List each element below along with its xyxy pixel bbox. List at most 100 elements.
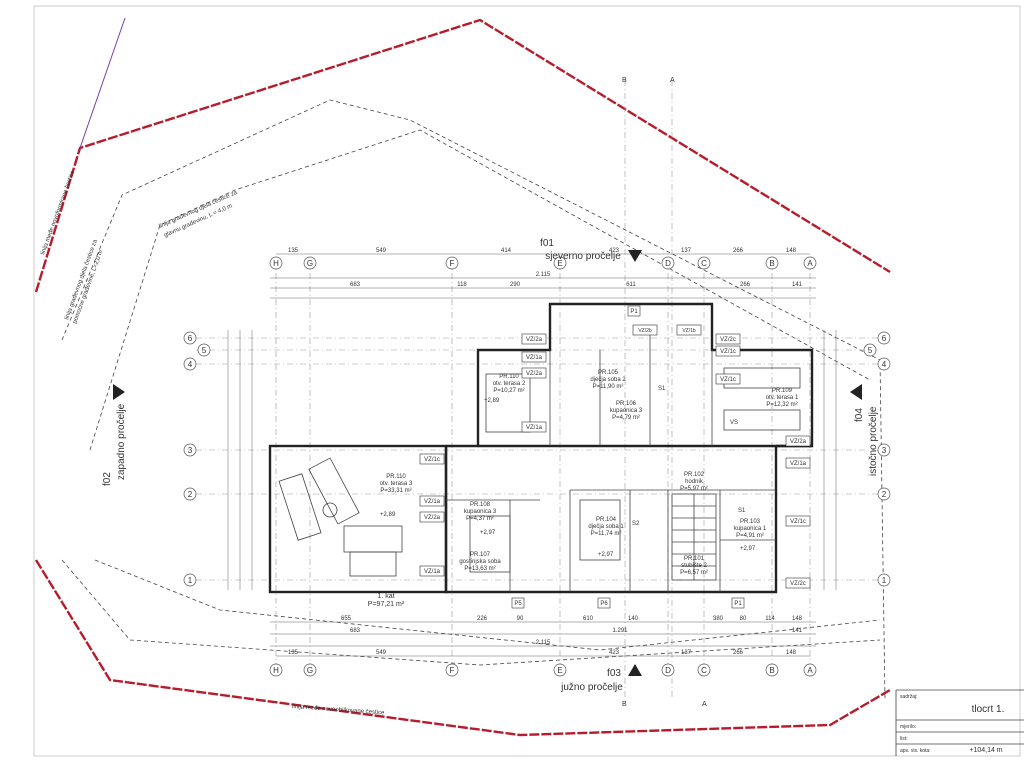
drawing-title: tlocrt 1. xyxy=(972,704,1005,715)
svg-text:4: 4 xyxy=(882,360,887,369)
section-a-top: A xyxy=(670,77,675,84)
svg-text:290: 290 xyxy=(510,282,521,288)
svg-text:S1: S1 xyxy=(658,386,666,392)
svg-text:VZ/1a: VZ/1a xyxy=(790,461,807,467)
svg-text:135: 135 xyxy=(288,650,299,656)
svg-text:P1: P1 xyxy=(630,309,638,315)
boundary-label-c: linija međe novoformirane čestice xyxy=(40,169,76,255)
svg-text:dječja soba 2: dječja soba 2 xyxy=(590,377,626,383)
svg-text:sadržaj:: sadržaj: xyxy=(900,694,918,700)
dimensions-top: 135 549 414 423 137 266 148 2.115 683 11… xyxy=(270,248,816,299)
svg-text:6: 6 xyxy=(188,334,193,343)
svg-text:VZ/2a: VZ/2a xyxy=(526,371,543,377)
svg-text:kupaonica 1: kupaonica 1 xyxy=(734,526,767,532)
axis-label: D xyxy=(665,666,671,675)
svg-text:90: 90 xyxy=(517,616,524,622)
svg-text:6: 6 xyxy=(882,334,887,343)
svg-text:3: 3 xyxy=(188,446,193,455)
table-icon xyxy=(322,502,338,518)
axis-label: E xyxy=(557,259,562,268)
section-a-bottom: A xyxy=(702,701,707,708)
section-b-bottom: B xyxy=(622,701,627,708)
grid-bubbles-sides: 1 2 3 4 5 6 1 2 3 4 5 6 xyxy=(183,331,891,587)
setback-line-aux xyxy=(89,129,871,451)
svg-text:S2: S2 xyxy=(632,521,640,527)
sunbed-icon xyxy=(278,473,322,541)
svg-text:266: 266 xyxy=(733,248,744,254)
setback-line-south xyxy=(61,559,881,666)
svg-text:VZ/2c: VZ/2c xyxy=(720,337,736,343)
svg-text:114: 114 xyxy=(765,616,775,622)
svg-text:PR.106: PR.106 xyxy=(616,401,637,407)
elevation-west: f02 zapadno pročelje xyxy=(102,384,127,486)
svg-text:+2,97: +2,97 xyxy=(598,552,614,558)
svg-text:266: 266 xyxy=(740,282,751,288)
svg-text:P6: P6 xyxy=(600,601,608,607)
svg-text:141: 141 xyxy=(792,628,803,634)
bed-icon xyxy=(469,515,511,573)
svg-text:118: 118 xyxy=(457,282,467,288)
svg-text:VZ/1c: VZ/1c xyxy=(790,519,806,525)
svg-text:611: 611 xyxy=(626,282,636,288)
svg-text:VZ/1a: VZ/1a xyxy=(526,425,543,431)
svg-text:PR.109: PR.109 xyxy=(772,388,793,394)
svg-text:istočno pročelje: istočno pročelje xyxy=(868,406,879,476)
svg-text:VZ/1a: VZ/1a xyxy=(424,569,441,575)
svg-text:2: 2 xyxy=(882,490,887,499)
axis-label: A xyxy=(807,666,813,675)
svg-text:f03: f03 xyxy=(607,668,621,679)
svg-text:1: 1 xyxy=(882,576,887,585)
svg-text:137: 137 xyxy=(681,248,692,254)
bed-icon xyxy=(579,499,621,561)
svg-text:P1: P1 xyxy=(734,601,742,607)
svg-text:PR.108: PR.108 xyxy=(470,502,491,508)
boundary-line-purple xyxy=(79,17,126,149)
north-arrow-icon xyxy=(628,250,642,262)
east-arrow-icon xyxy=(850,384,862,400)
svg-text:137: 137 xyxy=(681,650,692,656)
svg-text:PR.104: PR.104 xyxy=(596,517,617,523)
svg-text:VZ/1b: VZ/1b xyxy=(682,328,696,334)
svg-text:+2,89: +2,89 xyxy=(484,398,500,404)
svg-text:mjerilo:: mjerilo: xyxy=(900,724,916,730)
elevation-south: f03 južno pročelje xyxy=(560,664,642,693)
title-block: sadržaj: tlocrt 1. mjerilo: list: aps. v… xyxy=(895,689,1024,756)
svg-text:PR.110: PR.110 xyxy=(386,474,406,480)
svg-text:549: 549 xyxy=(376,650,387,656)
svg-text:140: 140 xyxy=(628,616,639,622)
bed-icon xyxy=(485,373,531,433)
elevation-north: f01 sjeverno pročelje xyxy=(540,238,642,262)
grid-bubbles-top: H G F E D C B A xyxy=(269,256,817,270)
svg-text:414: 414 xyxy=(501,248,512,254)
axis-label: F xyxy=(450,666,455,675)
svg-text:655: 655 xyxy=(341,616,352,622)
svg-text:PR.102: PR.102 xyxy=(684,472,705,478)
svg-text:683: 683 xyxy=(350,628,361,634)
svg-text:226: 226 xyxy=(477,616,488,622)
svg-text:stubište 2: stubište 2 xyxy=(681,563,707,569)
outdoor-table-icon xyxy=(343,525,403,553)
axis-label: H xyxy=(273,259,279,268)
svg-text:f04: f04 xyxy=(854,408,865,422)
svg-text:683: 683 xyxy=(350,282,361,288)
total-width-top: 2.115 xyxy=(536,272,551,278)
svg-text:423: 423 xyxy=(609,248,620,254)
setback-line-main xyxy=(61,99,886,701)
svg-text:P=11,90 m²: P=11,90 m² xyxy=(593,384,624,390)
svg-text:zapadno pročelje: zapadno pročelje xyxy=(116,403,127,480)
west-arrow-icon xyxy=(113,384,125,400)
bench-icon xyxy=(349,551,397,577)
svg-text:VZ/2b: VZ/2b xyxy=(638,328,652,334)
svg-text:kupaonica 3: kupaonica 3 xyxy=(464,509,497,515)
svg-text:1.291: 1.291 xyxy=(612,628,628,634)
section-b-top: B xyxy=(622,77,627,84)
floor-label: 1. kat xyxy=(377,593,394,600)
svg-text:list:: list: xyxy=(900,736,908,742)
svg-text:610: 610 xyxy=(583,616,594,622)
svg-text:VZ/2a: VZ/2a xyxy=(526,337,543,343)
svg-text:4: 4 xyxy=(188,360,193,369)
svg-text:VZ/2a: VZ/2a xyxy=(790,439,807,445)
svg-text:južno pročelje: južno pročelje xyxy=(560,682,623,693)
svg-text:kupaonica 3: kupaonica 3 xyxy=(610,408,643,414)
svg-text:P=12,32 m²: P=12,32 m² xyxy=(766,402,797,408)
